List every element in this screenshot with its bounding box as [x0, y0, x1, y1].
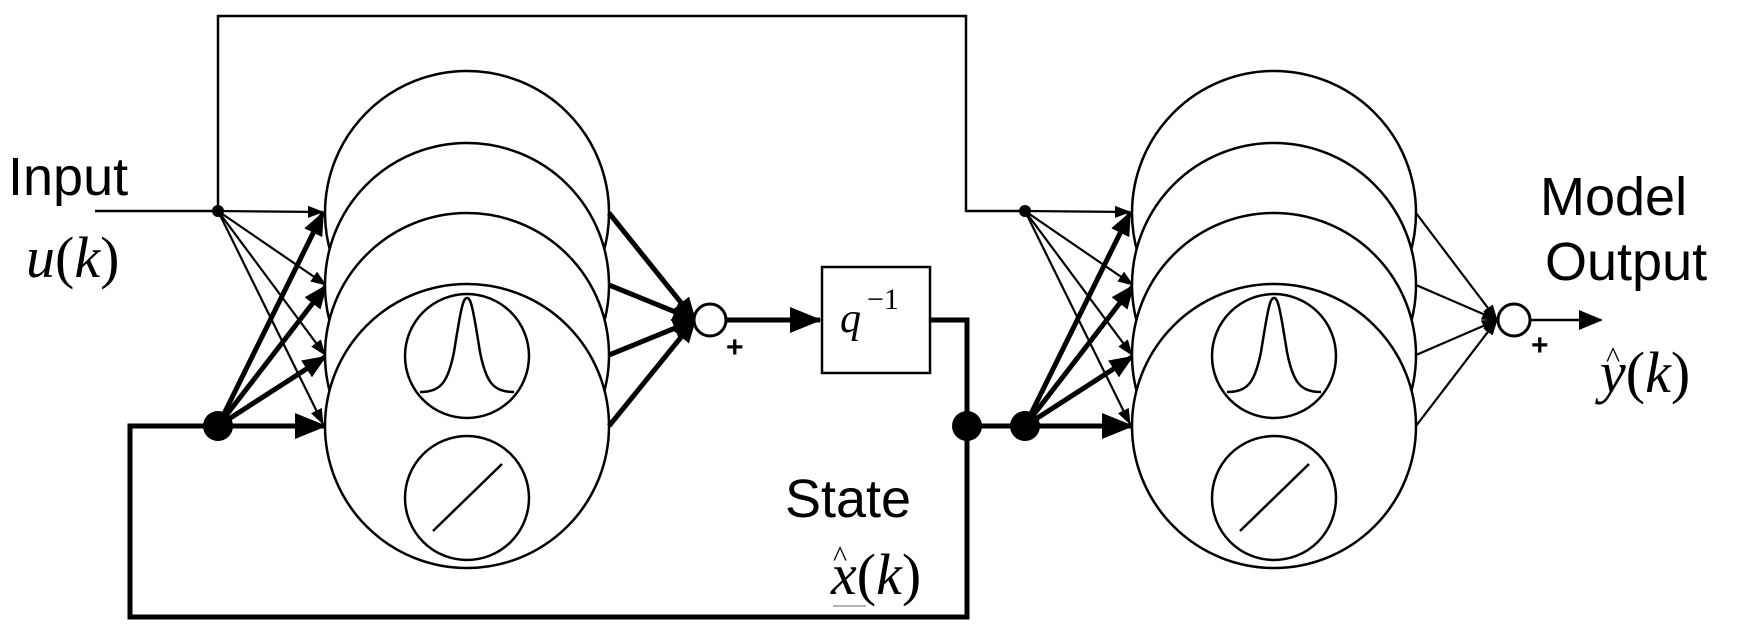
state-arrow-1: [215, 211, 326, 428]
linear-icon: [1210, 434, 1338, 562]
state-variable-label: x(k): [830, 542, 921, 607]
gaussian-icon: [1210, 292, 1338, 420]
neuron-outputs-1: [607, 211, 697, 428]
network-1: +: [203, 69, 822, 570]
state-node-dot: [952, 411, 982, 441]
neuron-stack-1: [323, 69, 611, 570]
state-arrow-3: [216, 354, 327, 429]
state-fanout-1: [215, 211, 328, 439]
input-arrow-3: [217, 210, 326, 356]
input-bypass-line: [216, 14, 1025, 213]
state-junction-dot: [203, 411, 233, 441]
wiring: [95, 14, 1025, 620]
output-hat: ^: [1606, 341, 1620, 374]
input-junction-dot: [212, 205, 224, 217]
state-label: State ^ x(k): [785, 469, 921, 607]
output-title-line2: Output: [1545, 232, 1707, 292]
summing-junction-icon: [1496, 302, 1532, 338]
state-feedback-line: [127, 423, 970, 620]
state-hat: ^: [833, 540, 847, 573]
delay-base: q: [840, 296, 861, 342]
delay-output-line: [931, 317, 970, 426]
neuron-stack-2: [1130, 69, 1418, 570]
input-junction-dot-2: [1019, 205, 1031, 217]
input-arrow-1: [217, 205, 324, 218]
gaussian-icon: [403, 292, 531, 420]
linear-icon: [403, 434, 531, 562]
state-fanout-2: [1022, 211, 1135, 439]
delay-exponent: −1: [867, 283, 899, 316]
output-label: Model Output ^ y(k): [1540, 167, 1707, 405]
state-arrow-2: [216, 284, 328, 428]
state-title: State: [785, 469, 911, 529]
output-title-line1: Model: [1540, 167, 1687, 227]
sum-plus-sign-1: +: [726, 331, 744, 364]
input-title: Input: [8, 147, 128, 207]
input-arrow-2: [217, 210, 327, 286]
neuron-outputs-2: [1415, 212, 1498, 427]
network-2: +: [1010, 69, 1603, 570]
state-junction-dot-2: [1010, 411, 1040, 441]
input-label: Input u(k): [8, 147, 128, 290]
summing-junction-icon: [692, 302, 728, 338]
sum-plus-sign-2: +: [1531, 329, 1549, 362]
input-variable-label: u(k): [26, 225, 119, 290]
delay-block-icon: q −1: [820, 265, 932, 375]
output-variable-label: y(k): [1595, 340, 1690, 405]
